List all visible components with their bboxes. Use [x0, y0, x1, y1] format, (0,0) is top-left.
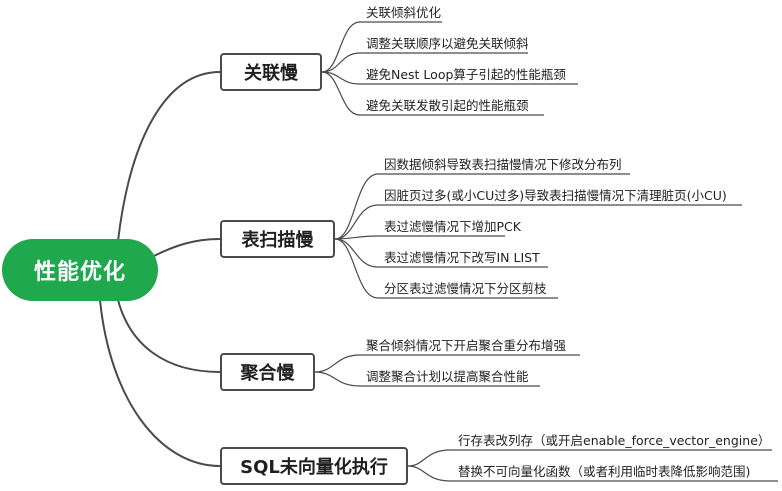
- leaf-row-to-column[interactable]: 行存表改列存（或开启enable_force_vector_engine）: [458, 433, 771, 448]
- root-branch-connector: [117, 71, 221, 242]
- branch-node-scan-slow[interactable]: 表扫描慢: [220, 220, 335, 258]
- leaf-rewrite-in-list[interactable]: 表过滤慢情况下改写IN LIST: [384, 250, 540, 265]
- leaf-add-pck[interactable]: 表过滤慢情况下增加PCK: [384, 219, 521, 234]
- root-branch-connector: [117, 299, 221, 373]
- branch-3-leaf-connectors: [314, 354, 580, 387]
- leaf-join-order[interactable]: 调整关联顺序以避免关联倾斜: [366, 36, 529, 51]
- root-branch-connector: [99, 299, 221, 467]
- leaf-clean-dirty-pages[interactable]: 因脏页过多(或小CU过多)导致表扫描慢情况下清理脏页(小CU): [384, 188, 727, 203]
- leaf-agg-plan[interactable]: 调整聚合计划以提高聚合性能: [366, 369, 529, 384]
- branch-1-leaf-connectors: [321, 21, 578, 116]
- leaf-nest-loop[interactable]: 避免Nest Loop算子引起的性能瓶颈: [366, 67, 566, 82]
- leaf-agg-redistribution[interactable]: 聚合倾斜情况下开启聚合重分布增强: [366, 338, 567, 353]
- branch-2-leaf-connectors: [334, 173, 742, 299]
- branch-node-not-vectorized[interactable]: SQL未向量化执行: [220, 447, 408, 485]
- leaf-join-divergence[interactable]: 避免关联发散引起的性能瓶颈: [366, 98, 529, 113]
- branch-4-leaf-connectors: [407, 449, 778, 482]
- leaf-replace-functions[interactable]: 替换不可向量化函数（或者利用临时表降低影响范围): [458, 464, 751, 479]
- leaf-join-skew-optimization[interactable]: 关联倾斜优化: [366, 5, 442, 20]
- leaf-partition-pruning[interactable]: 分区表过滤慢情况下分区剪枝: [384, 281, 547, 296]
- leaf-change-distribution[interactable]: 因数据倾斜导致表扫描慢情况下修改分布列: [384, 157, 622, 172]
- branch-node-join-slow[interactable]: 关联慢: [220, 53, 322, 91]
- root-branch-connector: [149, 238, 221, 259]
- root-node[interactable]: 性能优化: [2, 239, 158, 301]
- branch-node-agg-slow[interactable]: 聚合慢: [220, 353, 315, 391]
